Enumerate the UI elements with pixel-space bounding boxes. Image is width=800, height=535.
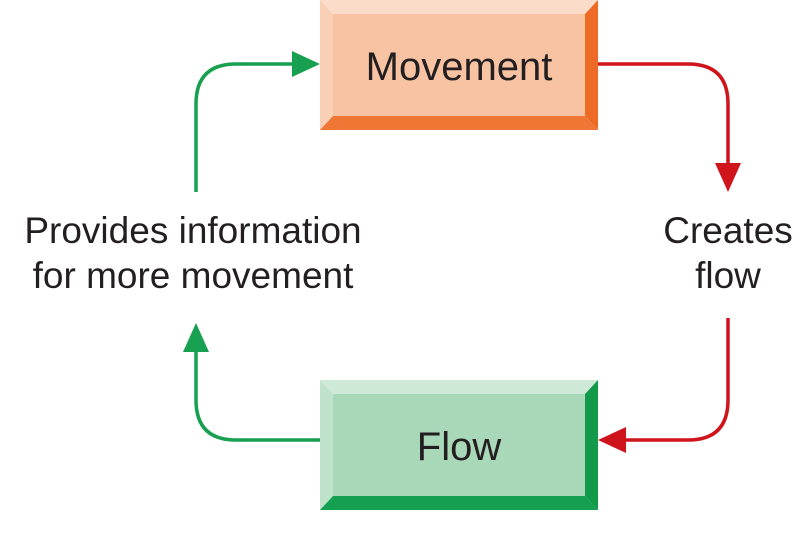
flow-box-face (333, 394, 585, 496)
creates-flow-label-line2: flow (695, 255, 761, 296)
movement-box-bottom-bevel (320, 116, 598, 130)
creates-flow-arrowhead-left-icon (598, 427, 626, 453)
creates-flow-arrow-top (598, 62, 741, 192)
provides-info-arrow-top (194, 51, 320, 192)
provides-info-arrow-top-line (194, 62, 296, 192)
flow-label: Flow (417, 425, 502, 469)
creates-flow-arrow-bottom (598, 318, 730, 453)
movement-box-top-bevel (320, 0, 598, 14)
flow-box: Flow (320, 380, 598, 510)
flow-box-left-bevel (320, 380, 333, 510)
movement-box-face (333, 14, 585, 116)
movement-box: Movement (320, 0, 598, 130)
flow-box-top-bevel (320, 380, 598, 394)
creates-flow-arrow-top-line (598, 62, 730, 168)
creates-flow-label-line1: Creates (663, 210, 793, 251)
provides-info-arrowhead-right-icon (292, 51, 320, 77)
movement-box-left-bevel (320, 0, 333, 130)
flow-box-bottom-bevel (320, 496, 598, 510)
flow-box-right-bevel (585, 380, 598, 510)
creates-flow-arrowhead-down-icon (715, 163, 741, 192)
provides-info-label-line1: Provides information (24, 210, 361, 251)
provides-info-arrow-bottom-line (194, 348, 320, 442)
creates-flow-arrow-bottom-line (622, 318, 730, 442)
movement-box-right-bevel (585, 0, 598, 130)
movement-label: Movement (366, 45, 553, 89)
provides-info-arrow-bottom (183, 323, 320, 442)
provides-info-arrowhead-up-icon (183, 323, 209, 352)
provides-info-label-line2: for more movement (33, 255, 354, 296)
